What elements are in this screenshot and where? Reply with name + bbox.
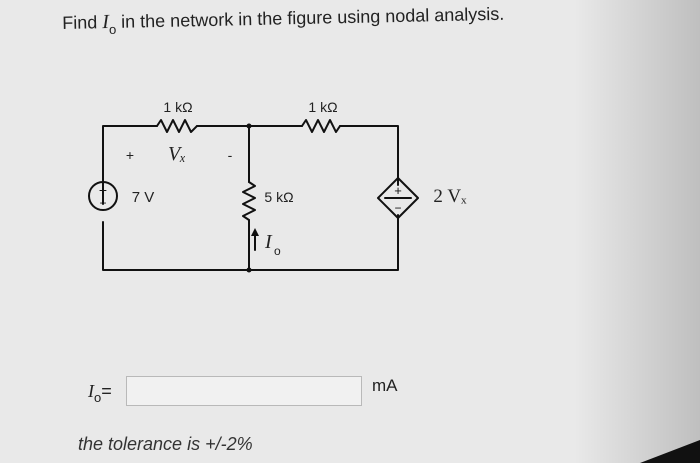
dep-minus-sign: − xyxy=(394,201,401,215)
current-arrow-head xyxy=(251,228,259,236)
label-io-sub: o xyxy=(274,244,281,258)
dep-plus-sign: + xyxy=(394,183,402,198)
node-dot-top xyxy=(246,123,252,129)
node-dot-bottom xyxy=(246,267,252,273)
source-plus-sign: + xyxy=(99,182,107,198)
resistor-left-1k xyxy=(156,119,198,133)
wire-top-left xyxy=(102,125,158,205)
label-io: I xyxy=(264,231,273,253)
label-r-right: 1 kΩ xyxy=(308,99,337,115)
label-2vx: 2 Vₓ xyxy=(433,186,467,207)
resistor-right-1k xyxy=(301,119,341,133)
wire-top-right xyxy=(339,125,399,186)
label-r-left: 1 kΩ xyxy=(163,99,192,115)
label-7v: 7 V xyxy=(132,189,155,206)
dependent-source-2vx xyxy=(377,177,419,219)
wire-bottom xyxy=(102,214,399,271)
label-5k: 5 kΩ xyxy=(264,189,293,205)
label-vx-minus: - xyxy=(228,147,233,163)
unit-label: mA xyxy=(372,376,398,395)
answer-input[interactable] xyxy=(126,376,362,406)
tolerance-text: the tolerance is +/-2% xyxy=(78,434,253,454)
source-minus-sign: − xyxy=(99,196,106,210)
answer-label: Io= xyxy=(88,381,112,405)
label-vx-plus: + xyxy=(126,147,134,163)
answer-equals: = xyxy=(101,381,112,401)
label-vx: Vₓ xyxy=(168,143,186,165)
voltage-source-7v xyxy=(88,181,118,211)
answer-label-var: I xyxy=(88,381,94,401)
answer-label-sub: o xyxy=(94,390,102,405)
resistor-middle-5k xyxy=(242,181,256,221)
